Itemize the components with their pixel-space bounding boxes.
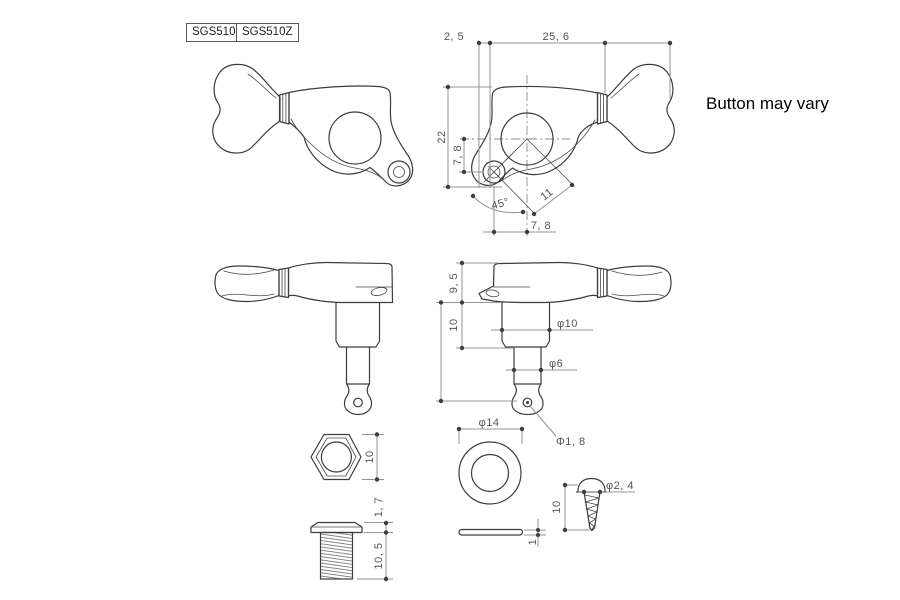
dim-label-bushing-length: 10, 5 <box>373 543 385 570</box>
button-collar <box>596 267 608 299</box>
washer-front-view: φ14 <box>456 417 525 505</box>
dim-label-hole-across: 7, 8 <box>531 220 551 232</box>
nut-bore <box>320 441 352 473</box>
dim-label-screw-dia: φ2, 4 <box>606 480 634 492</box>
button-collar <box>278 267 290 299</box>
mount-slot <box>370 287 388 296</box>
button-may-vary-note: Button may vary <box>706 94 829 113</box>
dim-label-screw-length: 10 <box>551 500 563 513</box>
dim-label-top-offset: 2, 5 <box>444 31 464 43</box>
dim-label-angle: 45° <box>490 196 511 212</box>
housing-outline <box>478 261 599 304</box>
post-shaft <box>345 346 371 385</box>
side-view-left <box>214 261 394 416</box>
nut-outer-hex <box>310 433 362 481</box>
washer-inner <box>470 453 510 493</box>
housing-outline <box>287 261 394 304</box>
bushing-flange <box>310 521 363 534</box>
dim-label-housing-height: 9, 5 <box>448 273 460 293</box>
dim-label-string-hole-dia: Φ1, 8 <box>556 436 586 448</box>
dim-label-side-height: 22 <box>436 130 448 143</box>
model-label-sgs510z: SGS510Z <box>236 23 299 42</box>
bushing-thread-body <box>319 531 354 580</box>
string-hole <box>522 397 533 408</box>
housing-outline <box>288 85 414 187</box>
side-view-right: 9, 5 10 φ10 φ6 Φ1, 8 <box>436 260 672 448</box>
housing-outline <box>471 85 599 186</box>
bushing-view: 1, 7 10, 5 <box>310 497 393 582</box>
model-label-sgs510: SGS510 <box>186 23 242 42</box>
post-hole-circle <box>500 112 554 166</box>
post-upper <box>501 301 551 348</box>
screw-hole-inner <box>487 165 501 179</box>
post-tip <box>511 383 544 416</box>
post-tip <box>343 383 373 416</box>
front-view-right: 2, 5 25, 6 22 7, 8 7, 8 45° 11 <box>436 31 675 236</box>
dim-label-washer-od: φ14 <box>479 417 500 429</box>
screw-head <box>577 477 606 493</box>
string-hole <box>353 397 363 408</box>
post-hole-circle <box>328 111 382 165</box>
washer-side-view: 1 <box>458 519 546 547</box>
front-view-left <box>212 63 414 187</box>
dim-label-post-height: 10 <box>448 318 460 331</box>
hex-nut-view: 10 <box>310 432 384 482</box>
screw-threads <box>583 494 600 530</box>
button-outline <box>606 63 675 154</box>
screw-view: 10 φ2, 4 <box>551 477 635 533</box>
nut-inner-hex <box>315 437 357 477</box>
button-collar <box>278 91 290 125</box>
dim-label-bushing-flange: 1, 7 <box>373 497 385 517</box>
post-upper <box>335 301 381 348</box>
dim-label-shaft-dia: φ6 <box>549 358 563 370</box>
screw-hole-outer <box>387 160 411 184</box>
button-outline <box>212 63 281 154</box>
washer-side-bar <box>458 528 524 536</box>
dim-label-post-dia: φ10 <box>557 318 578 330</box>
dim-label-washer-thickness: 1 <box>527 539 539 546</box>
screw-hole-inner <box>393 166 405 178</box>
button-outline <box>214 265 280 303</box>
dim-label-top-width: 25, 6 <box>543 31 570 43</box>
post-shaft <box>513 346 542 385</box>
dim-label-hole-diag: 11 <box>539 186 556 203</box>
button-collar <box>596 91 608 125</box>
button-outline <box>606 265 672 303</box>
dim-label-nut-size: 10 <box>364 450 376 463</box>
mount-slot <box>485 289 500 298</box>
washer-outer <box>458 441 522 505</box>
dim-label-hole-down: 7, 8 <box>452 145 464 165</box>
